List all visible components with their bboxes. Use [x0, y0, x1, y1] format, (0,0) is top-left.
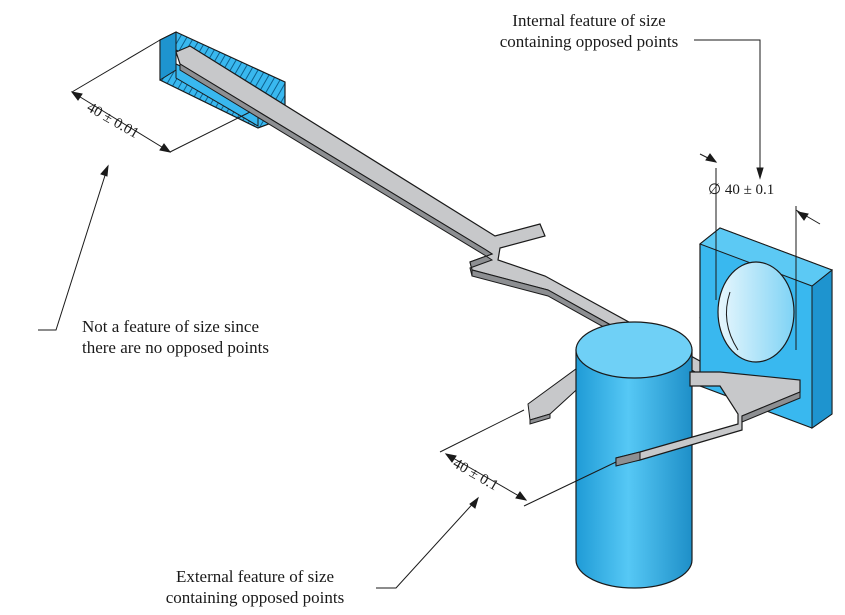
cylinder-body [575, 349, 693, 589]
cylinder-top [575, 321, 693, 379]
hole-dimension-label: ∅ 40 ± 0.1 [708, 182, 774, 198]
external-callout-line2: containing opposed points [165, 588, 345, 607]
external-feature-callout: External feature of size containing oppo… [140, 566, 370, 608]
plate-hole [717, 261, 795, 363]
not-feature-callout-line1: Not a feature of size since [82, 317, 259, 336]
external-callout-line1: External feature of size [175, 567, 335, 586]
internal-feature-callout: Internal feature of size containing oppo… [469, 10, 709, 52]
not-feature-callout-line2: there are no opposed points [82, 338, 269, 357]
internal-callout-line2: containing opposed points [499, 32, 679, 51]
not-feature-callout: Not a feature of size since there are no… [82, 316, 269, 358]
dimension-lines [38, 39, 821, 589]
cylinder-dimension-label: 40 ± 0.1 [450, 456, 501, 495]
internal-callout-line1: Internal feature of size [512, 11, 666, 30]
slot-dimension-label: 40 ± 0.01 [84, 100, 141, 142]
cylinder-and-jaws [527, 321, 801, 589]
